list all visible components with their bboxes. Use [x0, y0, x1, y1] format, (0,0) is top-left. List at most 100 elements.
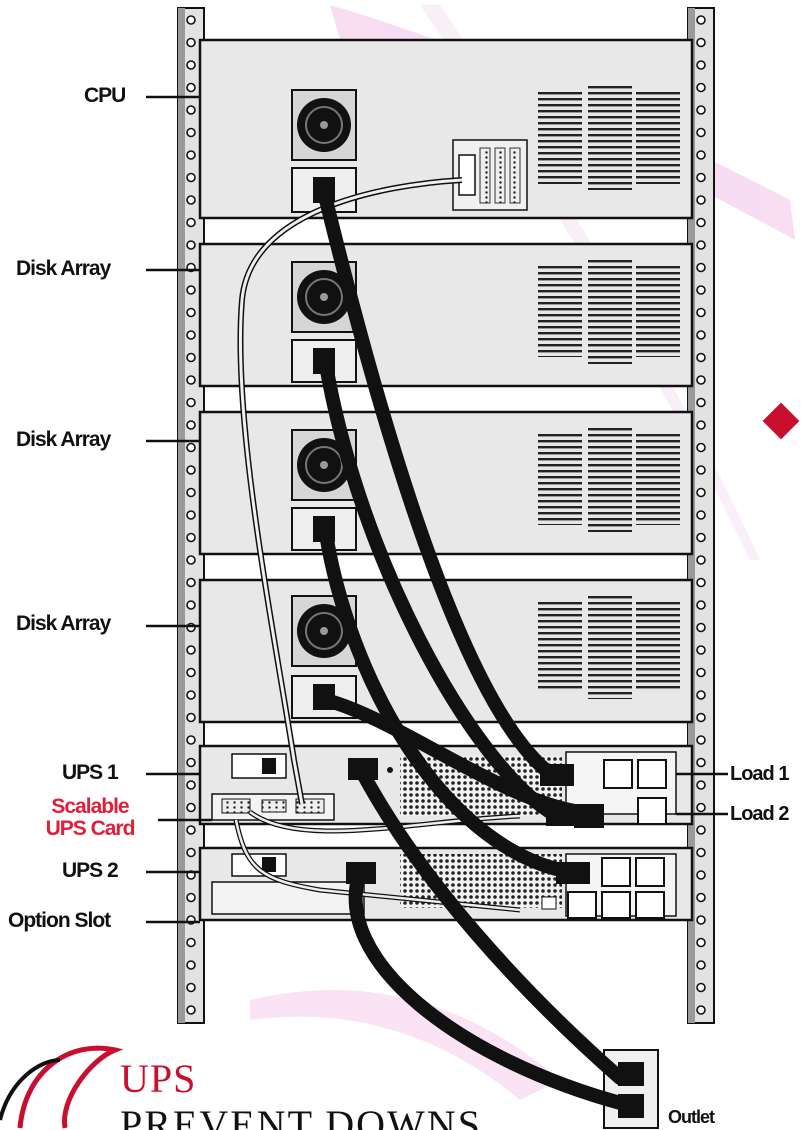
rail-hole [186, 937, 196, 948]
label-leader-lines [146, 95, 728, 924]
label-ups-2: UPS 2 [62, 859, 119, 882]
rail-hole [186, 555, 196, 565]
rail-hole [186, 510, 196, 520]
rail-hole [186, 802, 196, 813]
rail-hole [696, 262, 706, 273]
logo-text-ups: UPS [120, 1056, 197, 1101]
label-disk-array-1: Disk Array [16, 257, 111, 280]
rail-hole [696, 622, 706, 633]
rail-hole [186, 37, 196, 48]
rail-hole [186, 442, 196, 453]
ups-2-unit [198, 846, 694, 922]
rail-hole [696, 105, 706, 115]
disk-array-unit-1 [198, 242, 694, 388]
rail-hole [696, 847, 706, 858]
rail-hole [696, 195, 706, 205]
rail-hole [186, 577, 196, 588]
rail-hole [186, 667, 196, 678]
label-disk-array-2: Disk Array [16, 428, 111, 451]
rail-hole [186, 105, 196, 115]
rail-hole [186, 532, 196, 543]
rail-hole [186, 127, 196, 138]
rail-hole [696, 915, 706, 925]
rail-hole [696, 555, 706, 565]
rail-hole [186, 982, 196, 993]
label-load-1: Load 1 [730, 763, 789, 785]
rail-hole [186, 645, 196, 655]
rail-hole [696, 937, 706, 948]
logo-swirl-icon [17, 1045, 124, 1129]
rail-hole [186, 285, 196, 295]
rail-hole [696, 352, 706, 363]
rail-hole [186, 15, 196, 25]
rail-hole [696, 217, 706, 228]
bullet-diamond-icon [762, 402, 800, 440]
rail-hole [186, 825, 196, 835]
rail-hole [186, 352, 196, 363]
rail-hole [696, 690, 706, 700]
rail-hole [186, 307, 196, 318]
rail-hole [186, 712, 196, 723]
rail-hole [696, 240, 706, 250]
rail-hole [696, 172, 706, 183]
rail-hole [696, 757, 706, 768]
logo-text-prevent-downs: PREVENT DOWNS [120, 1102, 482, 1130]
rail-hole [696, 330, 706, 340]
rail-hole [696, 825, 706, 835]
rail-hole [696, 465, 706, 475]
rail-hole [696, 307, 706, 318]
rail-hole [696, 892, 706, 903]
rail-hole [696, 780, 706, 790]
rail-hole [186, 60, 196, 70]
rail-hole [696, 1005, 706, 1015]
rail-hole [186, 960, 196, 970]
rail-hole [186, 217, 196, 228]
rail-hole [186, 487, 196, 498]
disk-array-unit-2 [198, 410, 694, 556]
rail-hole [696, 37, 706, 48]
rail-hole [186, 892, 196, 903]
label-scalable-ups-card-line2: UPS Card [45, 817, 136, 840]
rail-hole [696, 802, 706, 813]
rail-hole [696, 600, 706, 610]
label-disk-array-3: Disk Array [16, 612, 111, 635]
rail-hole [186, 150, 196, 160]
rail-hole [186, 82, 196, 93]
rail-hole [186, 780, 196, 790]
rail-hole [186, 757, 196, 768]
rail-hole [696, 577, 706, 588]
rail-hole [696, 150, 706, 160]
label-scalable-ups-card-line1: Scalable [51, 795, 129, 818]
rail-hole [186, 172, 196, 183]
rail-hole [696, 960, 706, 970]
rail-holes [186, 15, 706, 1015]
rail-hole [696, 397, 706, 408]
rail-hole [696, 735, 706, 745]
rail-hole [186, 622, 196, 633]
rail-hole [696, 532, 706, 543]
cpu-unit [198, 38, 694, 220]
rail-hole [186, 735, 196, 745]
rail-hole [186, 847, 196, 858]
rail-hole [696, 487, 706, 498]
rail-hole [186, 330, 196, 340]
rail-hole [696, 870, 706, 880]
label-cpu: CPU [84, 84, 126, 107]
rail-hole [696, 285, 706, 295]
label-ups-1: UPS 1 [62, 761, 119, 784]
plug-heads [346, 758, 604, 884]
rail-hole [186, 240, 196, 250]
wall-outlet [603, 1049, 659, 1129]
rail-hole [186, 1005, 196, 1015]
label-load-2: Load 2 [730, 803, 789, 825]
label-outlet: Outlet [668, 1107, 715, 1127]
rail-hole [186, 465, 196, 475]
label-option-slot: Option Slot [8, 909, 111, 932]
rail-hole [696, 442, 706, 453]
rail-hole [696, 15, 706, 25]
rail-hole [696, 375, 706, 385]
rail-hole [696, 982, 706, 993]
rail-hole [696, 82, 706, 93]
rail-hole [696, 60, 706, 70]
rail-hole [186, 420, 196, 430]
